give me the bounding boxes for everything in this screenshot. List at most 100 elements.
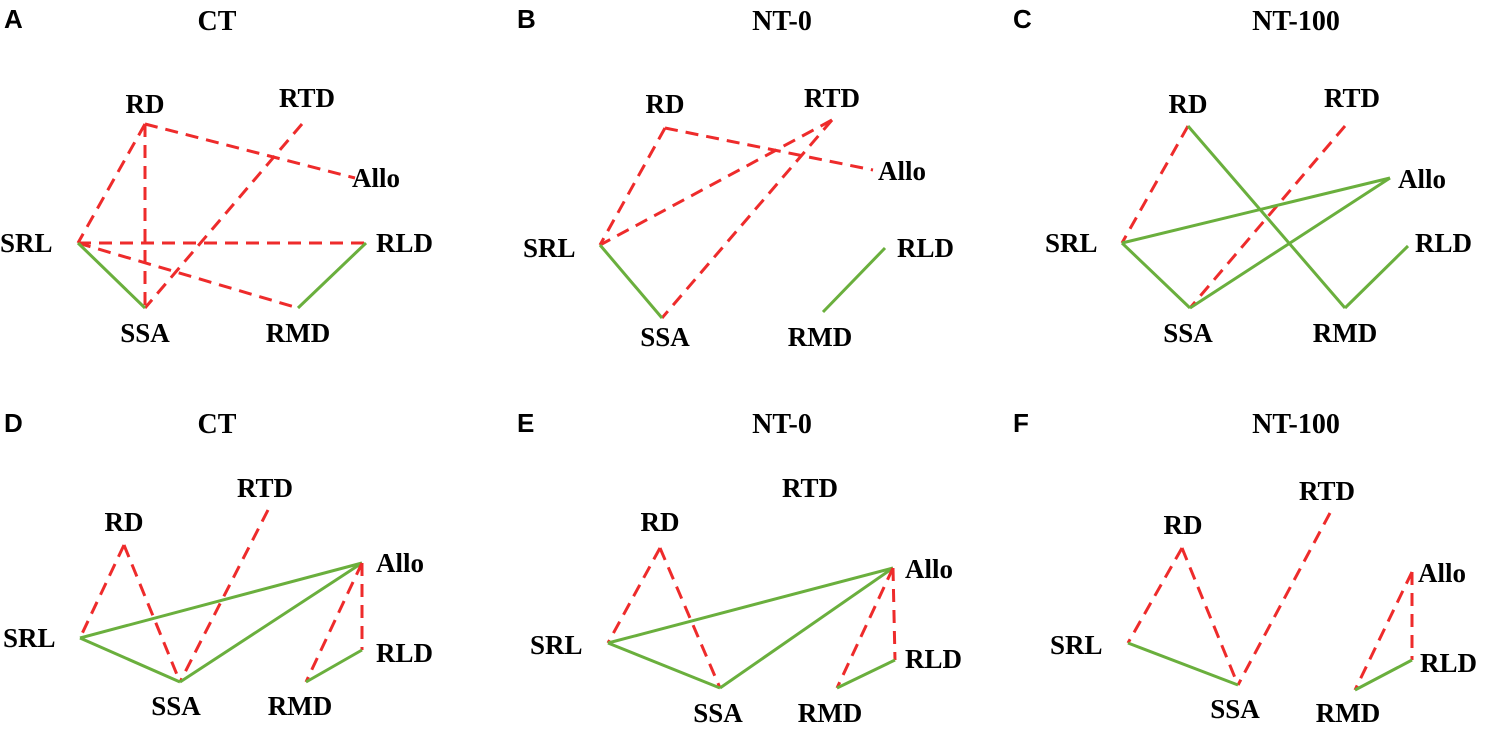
edge-ssa-allo-positive <box>719 566 894 690</box>
node-label-rmd: RMD <box>1313 318 1377 348</box>
node-label-rmd: RMD <box>788 322 852 352</box>
edge-rmd-rld-positive <box>1343 244 1410 310</box>
edge-rtd-ssa-negative <box>660 119 834 319</box>
edge-rmd-rld-positive <box>305 648 363 684</box>
edge-rmd-rld-positive <box>1354 658 1413 692</box>
edge-rd-srl-negative <box>606 547 662 644</box>
node-label-srl: SRL <box>523 233 576 263</box>
edge-srl-ssa-positive <box>598 244 664 319</box>
panel-title: NT-100 <box>1252 6 1340 37</box>
node-label-ssa: SSA <box>693 698 743 728</box>
node-label-rmd: RMD <box>266 318 330 348</box>
edge-rd-srl-negative <box>1126 547 1184 644</box>
node-label-allo: Allo <box>352 163 400 193</box>
node-label-ssa: SSA <box>151 691 201 721</box>
panel-letter: B <box>517 4 536 34</box>
node-label-allo: Allo <box>878 156 926 186</box>
node-label-rd: RD <box>126 89 165 119</box>
node-label-srl: SRL <box>1045 228 1098 258</box>
panel-title: NT-100 <box>1252 409 1340 440</box>
node-label-srl: SRL <box>530 630 583 660</box>
node-label-rtd: RTD <box>1299 476 1355 506</box>
node-label-rtd: RTD <box>279 83 335 113</box>
node-label-srl: SRL <box>3 623 56 653</box>
edge-allo-rld-negative <box>891 567 897 661</box>
node-label-allo: Allo <box>1418 558 1466 588</box>
node-label-rtd: RTD <box>804 83 860 113</box>
node-label-rd: RD <box>646 89 685 119</box>
node-label-rmd: RMD <box>798 698 862 728</box>
edge-rd-srl-negative <box>1120 125 1190 244</box>
edge-srl-allo-positive <box>1121 176 1391 245</box>
node-label-rld: RLD <box>376 228 433 258</box>
node-label-rd: RD <box>105 507 144 537</box>
edge-srl-allo-positive <box>79 561 363 640</box>
node-label-rld: RLD <box>1420 648 1477 678</box>
edge-rd-srl-negative <box>78 544 126 639</box>
edge-srl-ssa-positive <box>1127 641 1239 687</box>
panel-title: NT-0 <box>752 409 812 440</box>
node-label-rtd: RTD <box>1324 83 1380 113</box>
node-label-srl: SRL <box>1050 630 1103 660</box>
edge-srl-rmd-negative <box>77 241 299 310</box>
node-label-rtd: RTD <box>237 473 293 503</box>
node-label-rld: RLD <box>1415 228 1472 258</box>
edge-srl-ssa-positive <box>1120 241 1192 310</box>
node-label-ssa: SSA <box>640 322 690 352</box>
edge-rd-ssa-negative <box>122 544 182 683</box>
edge-allo-rmd-negative <box>835 567 895 689</box>
node-label-rd: RD <box>1164 510 1203 540</box>
edge-rtd-ssa-negative <box>1236 512 1332 686</box>
edge-srl-allo-positive <box>607 566 894 645</box>
node-label-allo: Allo <box>905 554 953 584</box>
edge-rd-allo-negative <box>664 126 874 172</box>
edge-allo-rmd-negative <box>1353 571 1414 691</box>
edge-rd-ssa-negative <box>1180 547 1240 686</box>
node-label-rld: RLD <box>376 638 433 668</box>
edge-rmd-rld-positive <box>296 241 368 310</box>
edge-rtd-ssa-negative <box>178 509 270 683</box>
edge-rtd-srl-negative <box>599 118 833 247</box>
edge-rd-srl-negative <box>598 127 667 246</box>
node-label-rtd: RTD <box>782 473 838 503</box>
node-label-rd: RD <box>641 507 680 537</box>
edge-allo-rmd-negative <box>304 562 364 683</box>
node-label-rd: RD <box>1169 89 1208 119</box>
node-label-rmd: RMD <box>268 691 332 721</box>
panel-title: CT <box>198 409 237 440</box>
panel-title: CT <box>198 6 237 37</box>
edge-srl-ssa-positive <box>607 641 721 690</box>
edge-rtd-ssa-negative <box>143 123 304 309</box>
panel-letter: E <box>517 408 534 438</box>
node-label-allo: Allo <box>376 548 424 578</box>
panel-letter: F <box>1013 408 1029 438</box>
node-label-ssa: SSA <box>1210 694 1260 724</box>
edge-srl-ssa-positive <box>79 636 181 684</box>
edge-rd-srl-negative <box>76 123 147 244</box>
edge-srl-ssa-positive <box>76 241 147 310</box>
edge-rmd-rld-positive <box>836 658 896 690</box>
edge-rd-rmd-positive <box>1186 125 1347 309</box>
edge-rmd-rld-positive <box>821 246 887 314</box>
edge-rd-allo-negative <box>144 122 356 180</box>
edge-rtd-ssa-negative <box>1188 125 1347 309</box>
node-label-rld: RLD <box>905 644 962 674</box>
edge-rd-ssa-negative <box>658 547 722 689</box>
panel-letter: C <box>1013 4 1032 34</box>
panel-letter: A <box>4 4 23 34</box>
node-label-srl: SRL <box>0 228 53 258</box>
node-label-allo: Allo <box>1398 164 1446 194</box>
edge-ssa-allo-positive <box>179 561 363 684</box>
node-label-rmd: RMD <box>1316 698 1380 728</box>
edge-ssa-allo-positive <box>1189 176 1391 310</box>
panel-letter: D <box>4 408 23 438</box>
panel-title: NT-0 <box>752 6 812 37</box>
node-label-rld: RLD <box>897 233 954 263</box>
